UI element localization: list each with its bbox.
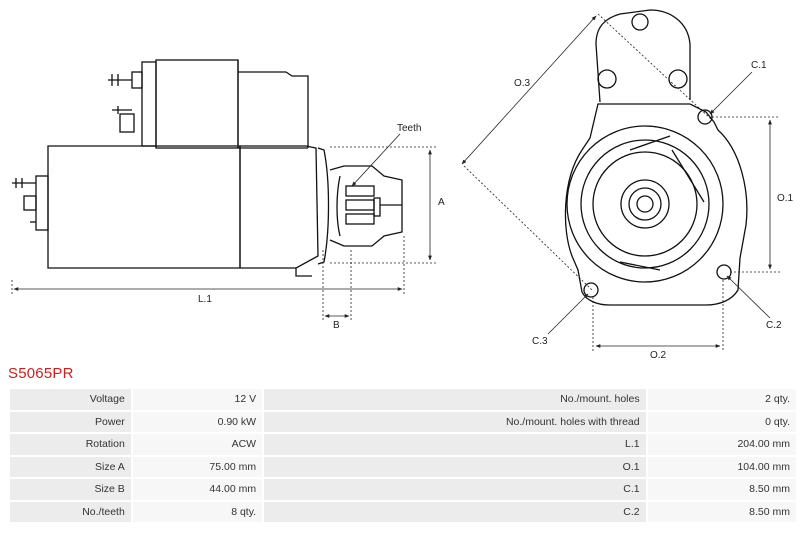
table-row: Voltage 12 V No./mount. holes 2 qty. bbox=[10, 389, 796, 410]
spec-label: No./mount. holes with thread bbox=[264, 411, 646, 432]
label-b: B bbox=[333, 320, 340, 331]
table-row: Rotation ACW L.1 204.00 mm bbox=[10, 434, 796, 455]
spec-label: L.1 bbox=[264, 434, 646, 455]
label-teeth: Teeth bbox=[397, 123, 421, 134]
spec-label: C.1 bbox=[264, 479, 646, 500]
label-o3: O.3 bbox=[514, 78, 531, 89]
spec-value: 75.00 mm bbox=[132, 456, 263, 477]
specs-table-body: Voltage 12 V No./mount. holes 2 qty. Pow… bbox=[10, 389, 796, 522]
spec-label: O.1 bbox=[264, 456, 646, 477]
spec-label: Power bbox=[10, 411, 131, 432]
spec-label: Size B bbox=[10, 479, 131, 500]
side-view bbox=[12, 59, 403, 277]
label-l1: L.1 bbox=[198, 294, 212, 305]
label-a: A bbox=[438, 197, 445, 208]
spec-label: No./teeth bbox=[10, 501, 131, 522]
spec-value: 2 qty. bbox=[647, 389, 796, 410]
spec-label: Voltage bbox=[10, 389, 131, 410]
specs-table: Voltage 12 V No./mount. holes 2 qty. Pow… bbox=[8, 387, 798, 524]
table-row: Power 0.90 kW No./mount. holes with thre… bbox=[10, 411, 796, 432]
table-row: No./teeth 8 qty. C.2 8.50 mm bbox=[10, 501, 796, 522]
spec-value: 8 qty. bbox=[132, 501, 263, 522]
table-row: Size A 75.00 mm O.1 104.00 mm bbox=[10, 456, 796, 477]
spec-value: 104.00 mm bbox=[647, 456, 796, 477]
spec-value: ACW bbox=[132, 434, 263, 455]
spec-value: 204.00 mm bbox=[647, 434, 796, 455]
spec-value: 8.50 mm bbox=[647, 501, 796, 522]
spec-label: C.2 bbox=[264, 501, 646, 522]
technical-drawing: Teeth A L.1 B bbox=[11, 9, 794, 360]
spec-value: 0 qty. bbox=[647, 411, 796, 432]
spec-value: 44.00 mm bbox=[132, 479, 263, 500]
side-view-dimensions bbox=[11, 133, 436, 322]
spec-value: 12 V bbox=[132, 389, 263, 410]
table-row: Size B 44.00 mm C.1 8.50 mm bbox=[10, 479, 796, 500]
spec-value: 8.50 mm bbox=[647, 479, 796, 500]
spec-label: Size A bbox=[10, 456, 131, 477]
front-view-dimensions bbox=[461, 13, 780, 352]
spec-label: Rotation bbox=[10, 434, 131, 455]
spec-label: No./mount. holes bbox=[264, 389, 646, 410]
label-o2: O.2 bbox=[650, 350, 667, 360]
product-code: S5065PR bbox=[8, 365, 74, 382]
label-c1: C.1 bbox=[751, 60, 767, 71]
front-view bbox=[564, 9, 748, 306]
spec-value: 0.90 kW bbox=[132, 411, 263, 432]
label-c2: C.2 bbox=[766, 320, 782, 331]
label-c3: C.3 bbox=[532, 336, 548, 347]
label-o1: O.1 bbox=[777, 193, 794, 204]
